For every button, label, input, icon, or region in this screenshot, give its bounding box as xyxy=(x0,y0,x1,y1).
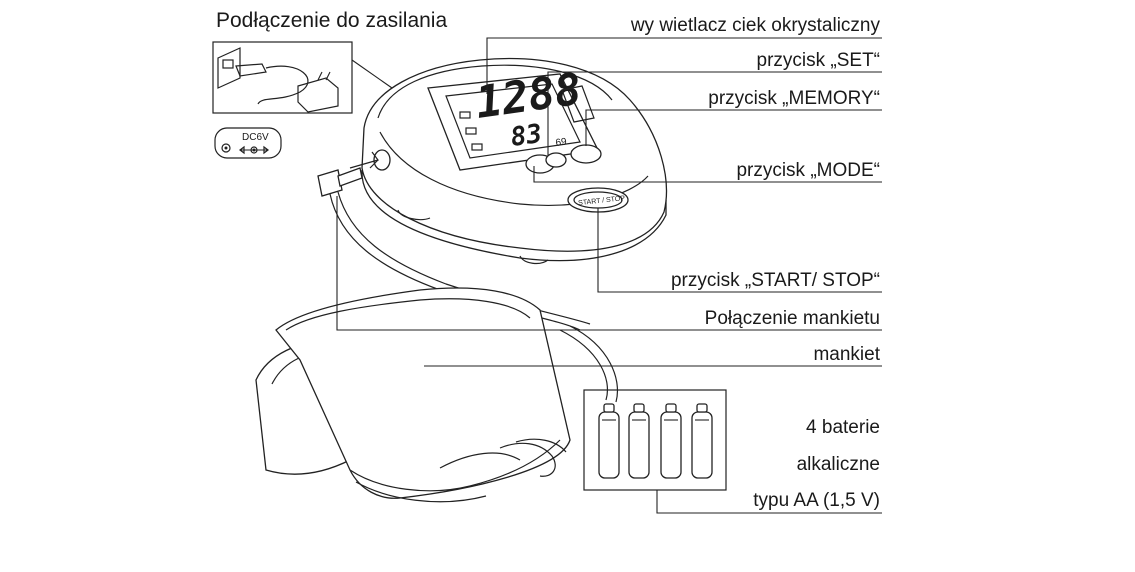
cuff xyxy=(255,287,619,503)
leader-cuff-connection xyxy=(336,196,882,331)
cuff-connector-plug xyxy=(317,169,343,197)
monitor-unit: 1288 83 69 START / STOP xyxy=(349,57,667,265)
ac-adapter xyxy=(297,77,339,113)
adapter-cable xyxy=(257,65,309,105)
battery-3 xyxy=(660,403,682,479)
memory-icon xyxy=(459,111,471,119)
label-set: przycisk „SET“ xyxy=(757,50,881,71)
leader-lcd xyxy=(486,37,882,94)
power-leader-line xyxy=(351,59,393,89)
label-start-stop: przycisk „START/ STOP“ xyxy=(671,270,880,291)
battery-2 xyxy=(628,403,650,479)
dc-plug xyxy=(235,63,267,77)
leader-mode xyxy=(533,166,882,183)
lcd-window xyxy=(445,83,581,159)
label-cuff: mankiet xyxy=(813,344,880,365)
insert-arrow-icon xyxy=(349,151,380,169)
cuff-main xyxy=(275,287,571,499)
battery-frame xyxy=(583,389,727,491)
leader-memory xyxy=(585,109,882,146)
dc-badge-frame xyxy=(214,127,282,159)
power-title: Podłączenie do zasilania xyxy=(216,9,447,32)
label-batteries-line1: 4 baterie xyxy=(806,417,880,438)
mode-icon xyxy=(465,127,477,135)
cuff-connector xyxy=(317,167,591,331)
label-lcd: wy wietlacz ciek okrystaliczny xyxy=(630,15,881,36)
start-stop-button-label: START / STOP xyxy=(578,195,626,207)
who-indicator xyxy=(561,85,595,123)
wall-socket xyxy=(217,47,241,89)
dc-polarity-badge: DC6V xyxy=(214,127,282,159)
label-batteries-line3: typu AA (1,5 V) xyxy=(753,490,880,511)
cuff-tube-end xyxy=(499,442,556,477)
dc-label: DC6V xyxy=(242,132,269,143)
label-cuff-connection: Połączenie mankietu xyxy=(705,308,880,329)
leader-lines xyxy=(336,37,882,514)
cuff-port xyxy=(373,149,391,171)
lcd-second-digits: 83 xyxy=(509,119,544,153)
labels: wy wietlacz ciek okrystaliczny przycisk … xyxy=(630,15,881,511)
leader-set xyxy=(547,71,882,156)
label-mode: przycisk „MODE“ xyxy=(736,160,880,181)
power-inset-frame xyxy=(212,41,353,114)
set-button[interactable] xyxy=(545,152,567,168)
memory-button[interactable] xyxy=(570,144,602,164)
label-batteries-line2: alkaliczne xyxy=(797,454,880,475)
power-adapter-inset xyxy=(212,41,353,114)
date-icon xyxy=(471,143,483,151)
lcd-pulse-digits: 69 xyxy=(555,136,568,149)
battery-1 xyxy=(598,403,620,479)
battery-box xyxy=(583,389,727,491)
battery-4 xyxy=(691,403,713,479)
leader-start-stop xyxy=(597,208,882,293)
leader-batteries xyxy=(656,490,882,514)
label-memory: przycisk „MEMORY“ xyxy=(708,88,880,109)
